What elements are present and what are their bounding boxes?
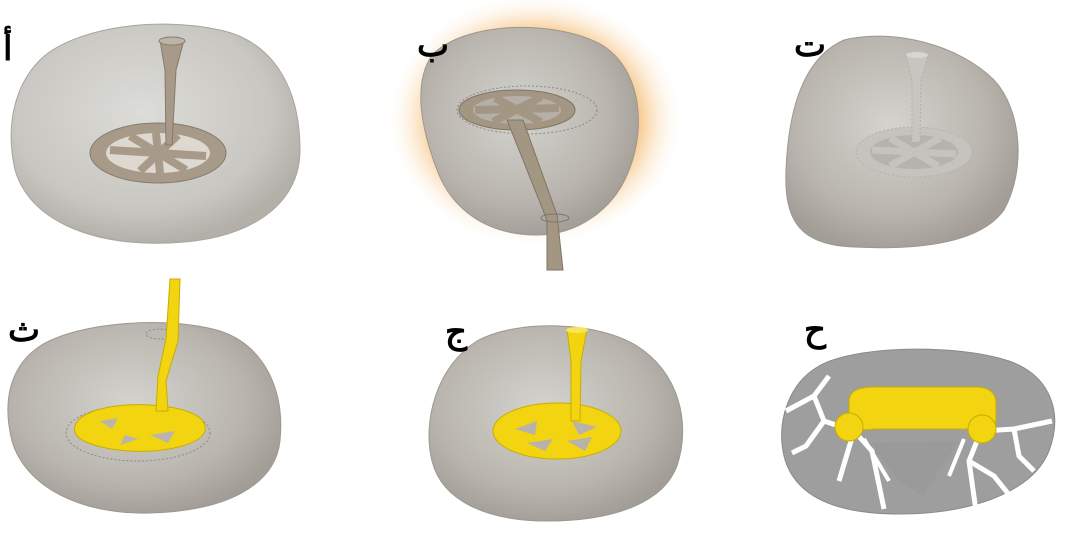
mold-burnout-figure <box>357 0 713 270</box>
panel-d: ث <box>0 271 356 541</box>
empty-mold-figure <box>714 0 1070 270</box>
metal-pouring-figure <box>0 271 356 541</box>
panel-label: ث <box>8 313 40 347</box>
filled-mold-figure <box>357 271 713 541</box>
panel-label: ب <box>417 28 449 62</box>
panel-label: أ <box>3 32 12 66</box>
panel-e: ج <box>357 271 713 541</box>
panel-a: أ <box>0 0 356 270</box>
panel-label: ح <box>804 313 826 347</box>
mold-with-wax-pattern-figure <box>0 0 356 270</box>
panel-b: ب <box>357 0 713 270</box>
broken-shell-casting-figure <box>714 271 1070 541</box>
panel-label: ت <box>794 28 826 62</box>
panel-f: ح <box>714 271 1070 541</box>
panel-c: ت <box>714 0 1070 270</box>
panel-label: ج <box>445 315 467 349</box>
